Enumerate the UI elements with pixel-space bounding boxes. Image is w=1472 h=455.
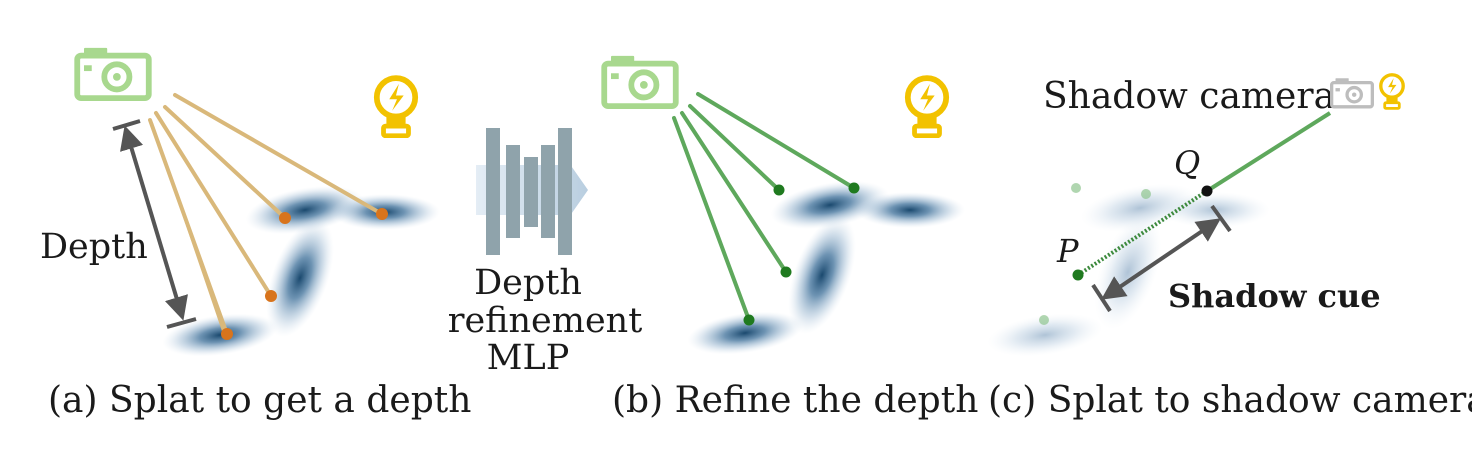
panel-a: Depth (a) Splat to get a depth xyxy=(40,48,471,421)
mlp-block: Depth refinement MLP xyxy=(448,128,643,378)
depth-label: Depth xyxy=(40,227,148,267)
mlp-label-line2: refinement xyxy=(448,301,643,341)
shadow-cue-label: Shadow cue xyxy=(1168,277,1381,315)
panel-c: Shadow camera P Q Shadow cue (c) Splat t… xyxy=(987,73,1472,421)
camera-icon xyxy=(77,48,149,98)
camera-icon xyxy=(1330,76,1374,109)
light-bulb-icon xyxy=(377,78,415,136)
depth-arrow xyxy=(112,119,197,329)
light-bulb-icon xyxy=(908,78,946,136)
gaussian-splats-b xyxy=(687,180,965,355)
caption-a: (a) Splat to get a depth xyxy=(48,380,471,421)
refined-points-b xyxy=(743,182,860,326)
panel-b: (b) Refine the depth xyxy=(604,56,978,421)
point-p-dot xyxy=(1072,269,1084,281)
camera-rays-b xyxy=(672,92,856,322)
camera-icon xyxy=(604,56,676,106)
gaussian-splats-c xyxy=(987,183,1270,357)
mlp-label-line1: Depth xyxy=(474,263,582,303)
faint-points-c xyxy=(1039,183,1151,325)
caption-c: (c) Splat to shadow camera xyxy=(988,380,1472,421)
caption-b: (b) Refine the depth xyxy=(612,380,978,421)
light-bulb-icon xyxy=(1379,73,1405,110)
shadow-ray xyxy=(1205,111,1332,193)
point-q-dot xyxy=(1201,185,1213,197)
depth-points-a xyxy=(221,208,388,340)
shadow-camera-label: Shadow camera xyxy=(1043,76,1335,117)
point-q-label: Q xyxy=(1174,144,1200,182)
mlp-label-line3: MLP xyxy=(487,338,570,378)
shadow-cue-arrow xyxy=(1091,204,1232,313)
gaussian-splats-a xyxy=(162,185,440,357)
point-p-label: P xyxy=(1056,232,1079,270)
mlp-layers xyxy=(486,128,572,255)
